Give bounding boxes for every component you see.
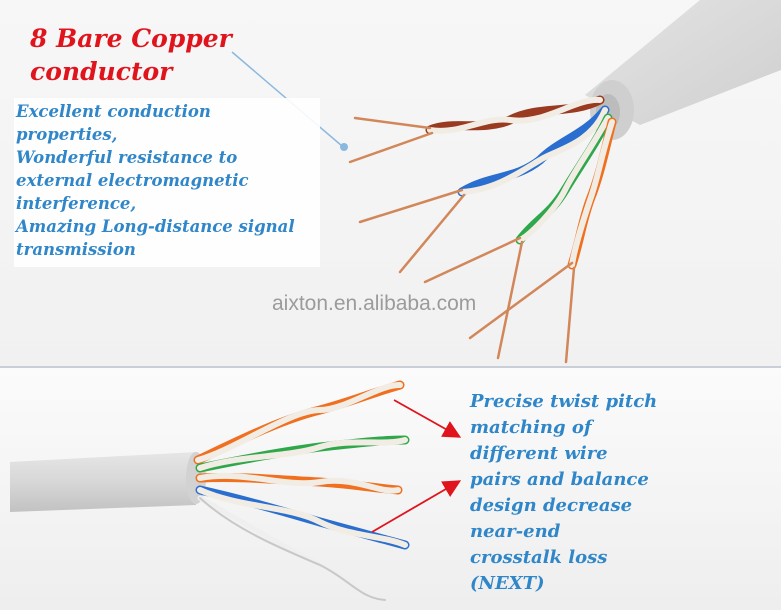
desc-line: Precise twist pitch [470,391,658,412]
desc-line: near-end [470,521,561,542]
desc-line: Amazing Long-distance signal [16,217,295,236]
desc-line: matching of [470,417,592,438]
desc-line: Wonderful resistance to [16,148,238,167]
bottom-cable-jacket [10,452,206,512]
desc-line: different wire [470,443,608,464]
conductor-description: Excellent conduction properties, Wonderf… [14,98,320,267]
twist-pitch-description: Precise twist pitch matching of differen… [470,389,657,597]
desc-line: design decrease [470,495,633,516]
title-line-1: 8 Bare Copper [30,24,232,53]
desc-line: external electromagnetic [16,171,249,190]
desc-line: Excellent conduction [16,102,211,121]
desc-line: crosstalk loss [470,547,608,568]
desc-line: interference, [16,194,137,213]
bottom-arrows [371,399,462,533]
desc-line: transmission [16,240,136,259]
desc-line: properties, [16,125,118,144]
top-copper-conductors [348,116,576,364]
desc-line: (NEXT) [470,573,545,594]
top-twisted-pairs [425,95,617,270]
desc-line: pairs and balance [470,469,649,490]
watermark-text: aixton.en.alibaba.com [272,292,477,315]
conductor-title: 8 Bare Copper conductor [30,22,232,88]
panel-divider [0,366,781,368]
title-line-2: conductor [30,57,173,86]
bottom-twisted-pairs [193,380,410,603]
